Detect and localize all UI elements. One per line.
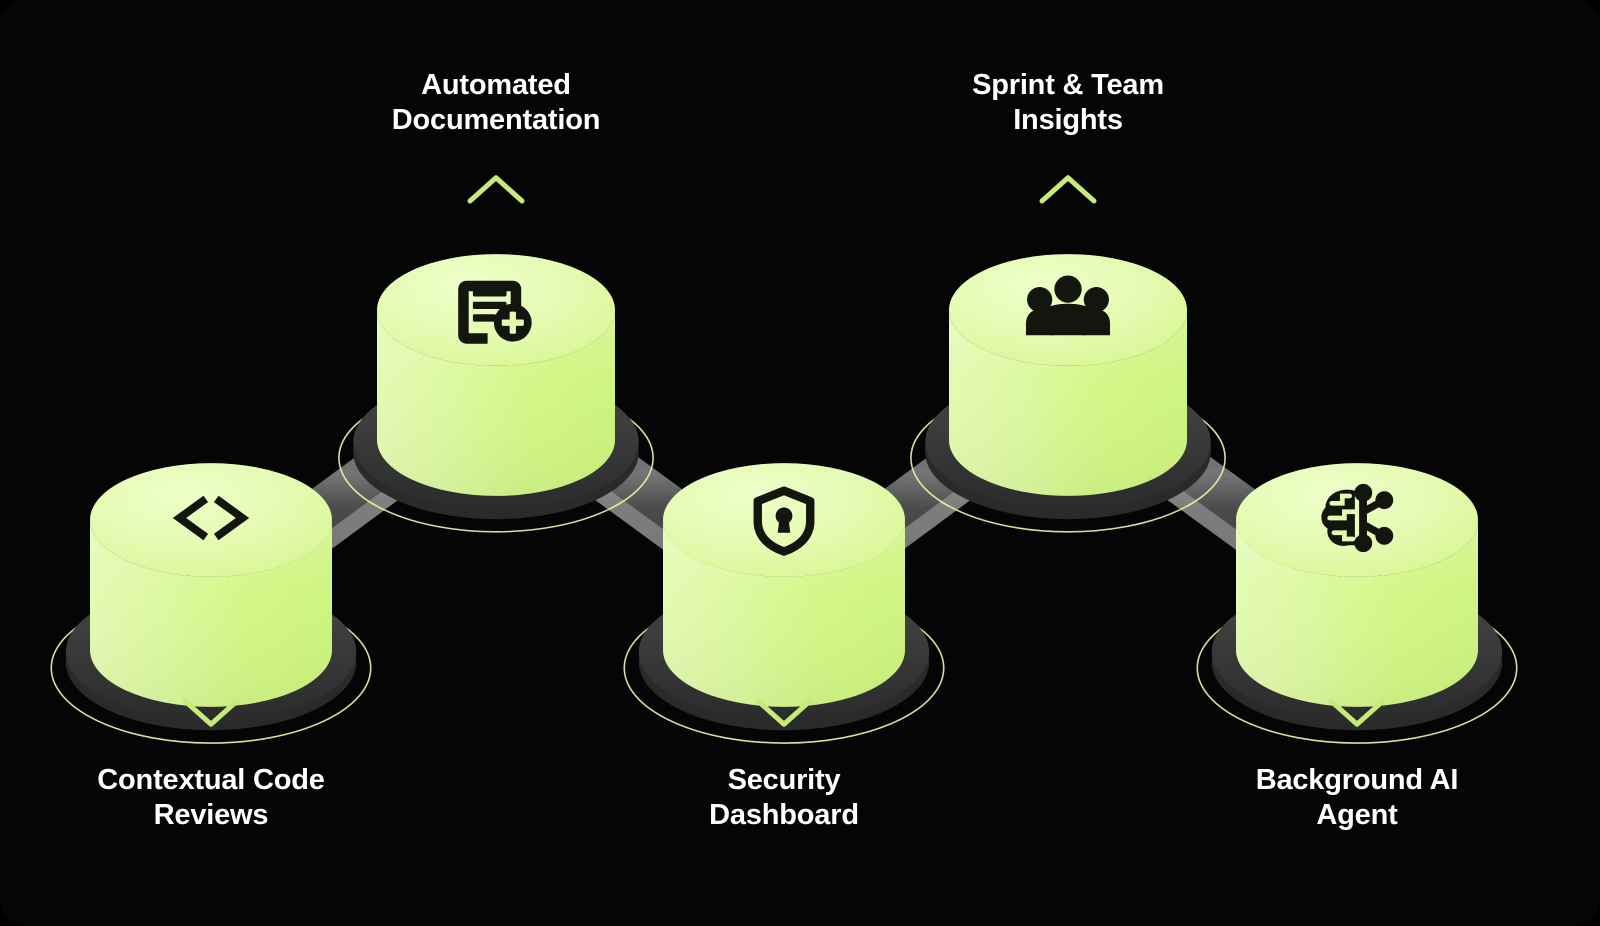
node-cylinder-top — [90, 463, 332, 577]
node-cylinder-shade — [1236, 520, 1478, 707]
shield-lock-icon — [753, 486, 815, 556]
node-cylinder-shade — [377, 310, 615, 496]
node-cylinder-shade — [90, 520, 332, 707]
chevron-down-icon-contextual-code-reviews[interactable] — [182, 698, 240, 727]
ai-brain-icon — [1321, 483, 1394, 553]
node-cylinder-top — [377, 254, 615, 366]
node-cylinder-shade — [949, 310, 1187, 496]
node-sprint-team-insights[interactable] — [910, 254, 1226, 533]
document-add-icon — [458, 280, 532, 344]
people-group-icon — [1026, 275, 1110, 336]
node-background-ai-agent[interactable] — [1196, 463, 1518, 744]
chevron-up-icon-sprint-team-insights[interactable] — [1039, 175, 1097, 204]
node-label-security-dashboard: Security Dashboard — [709, 764, 859, 832]
node-cylinder-shade — [663, 520, 905, 707]
node-label-sprint-team-insights: Sprint & Team Insights — [972, 69, 1164, 137]
node-layer-upper — [338, 254, 1226, 533]
chevron-down-icon-security-dashboard[interactable] — [755, 698, 813, 727]
node-contextual-code-reviews[interactable] — [50, 463, 372, 744]
code-brackets-icon — [172, 495, 250, 541]
node-label-background-ai-agent: Background AI Agent — [1255, 764, 1459, 832]
node-cylinder-top — [1236, 463, 1478, 577]
chevron-down-icon-background-ai-agent[interactable] — [1328, 698, 1386, 727]
node-label-contextual-code-reviews: Contextual Code Reviews — [97, 764, 325, 832]
node-automated-documentation[interactable] — [338, 254, 654, 533]
node-layer-lower — [50, 463, 1518, 744]
chevron-layer — [182, 175, 1386, 727]
node-security-dashboard[interactable] — [623, 463, 945, 744]
chevron-up-icon-automated-documentation[interactable] — [467, 175, 525, 204]
node-label-automated-documentation: Automated Documentation — [391, 69, 601, 137]
